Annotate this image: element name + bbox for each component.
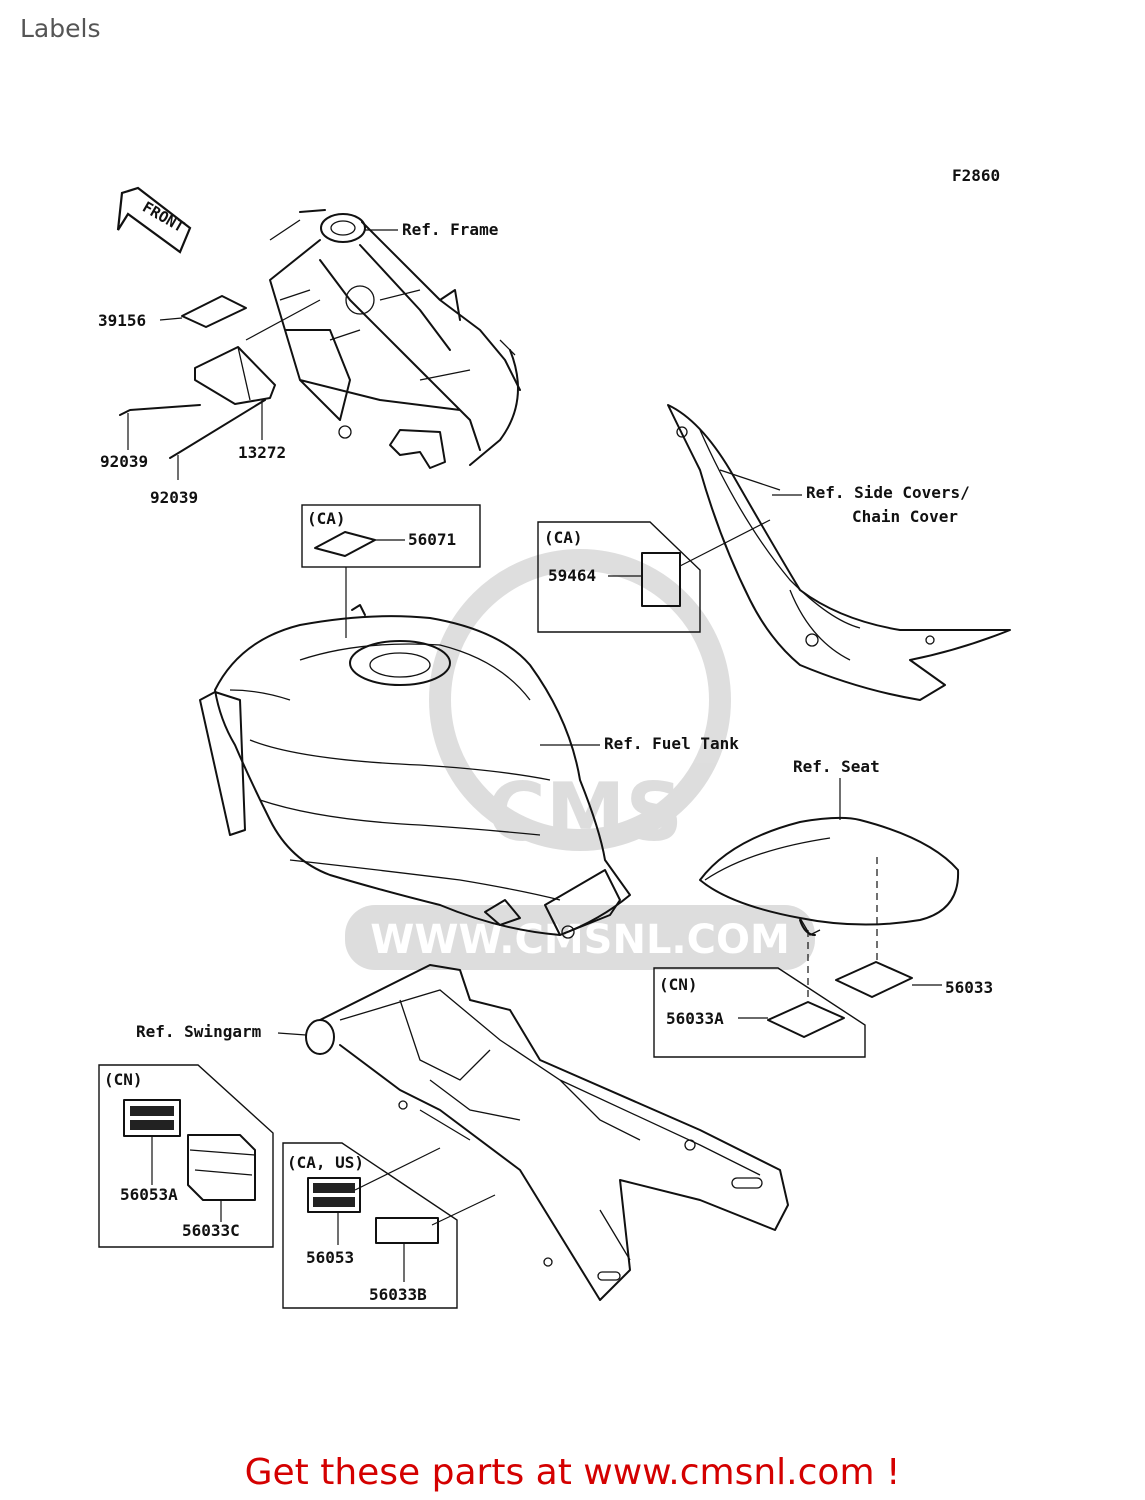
- ref-swingarm-label: Ref. Swingarm: [136, 1022, 262, 1041]
- market-ca-side: (CA): [544, 528, 583, 547]
- bracket-13272-drawing: [181, 295, 276, 405]
- part-13272-label: 13272: [238, 443, 286, 462]
- market-cn-seat: (CN): [659, 975, 698, 994]
- svg-text:CMS: CMS: [487, 766, 683, 859]
- part-59464-label: 59464: [548, 566, 596, 585]
- side-cover-drawing: [667, 404, 1011, 701]
- label-56033-icon: [835, 961, 913, 998]
- part-56033C-label: 56033C: [182, 1221, 240, 1240]
- cn-56033A-box: [653, 967, 866, 1058]
- swingarm-drawing: [305, 964, 789, 1301]
- part-92039-b-label: 92039: [150, 488, 198, 507]
- bolt-92039-a-icon: [119, 404, 201, 416]
- part-56071-label: 56071: [408, 530, 456, 549]
- part-92039-a-label: 92039: [100, 452, 148, 471]
- ca-us-swingarm-box: [282, 1142, 458, 1309]
- label-56033A-icon: [767, 1001, 845, 1038]
- frame-drawing: [269, 209, 521, 469]
- ref-seat-label: Ref. Seat: [793, 757, 880, 776]
- ref-fuel-tank-label: Ref. Fuel Tank: [604, 734, 739, 753]
- svg-text:WWW.CMSNL.COM: WWW.CMSNL.COM: [370, 917, 790, 963]
- label-56071-icon: [314, 531, 376, 557]
- page-title: Labels: [20, 14, 101, 43]
- part-56053-label: 56053: [306, 1248, 354, 1267]
- ca-56071-box: [301, 504, 481, 568]
- part-56053A-label: 56053A: [120, 1185, 178, 1204]
- part-39156-label: 39156: [98, 311, 146, 330]
- label-56053-icon: [307, 1177, 361, 1213]
- label-56033C-icon: [187, 1134, 256, 1201]
- part-56033A-label: 56033A: [666, 1009, 724, 1028]
- cn-swingarm-box: [98, 1064, 274, 1248]
- ref-side-covers-label-line2: Chain Cover: [852, 507, 958, 526]
- market-cn-swingarm: (CN): [104, 1070, 143, 1089]
- ref-frame-label: Ref. Frame: [402, 220, 498, 239]
- bolt-92039-b-icon: [169, 399, 266, 459]
- footer-link[interactable]: Get these parts at www.cmsnl.com !: [244, 1452, 901, 1493]
- ca-59464-box: [537, 521, 701, 633]
- part-56033-label: 56033: [945, 978, 993, 997]
- market-ca-tank: (CA): [307, 509, 346, 528]
- label-59464-icon: [641, 552, 681, 607]
- ref-side-covers-label-line1: Ref. Side Covers/: [806, 483, 970, 502]
- seat-drawing: [699, 816, 960, 936]
- watermark: CMS WWW.CMSNL.COM: [345, 549, 815, 970]
- fuel-tank-drawing: [199, 604, 631, 939]
- market-ca-us-swingarm: (CA, US): [287, 1153, 364, 1172]
- label-56053A-icon: [123, 1099, 181, 1137]
- label-56033B-icon: [375, 1217, 439, 1244]
- part-56033B-label: 56033B: [369, 1285, 427, 1304]
- front-arrow-icon: FRONT: [116, 186, 192, 254]
- figure-code: F2860: [952, 166, 1000, 185]
